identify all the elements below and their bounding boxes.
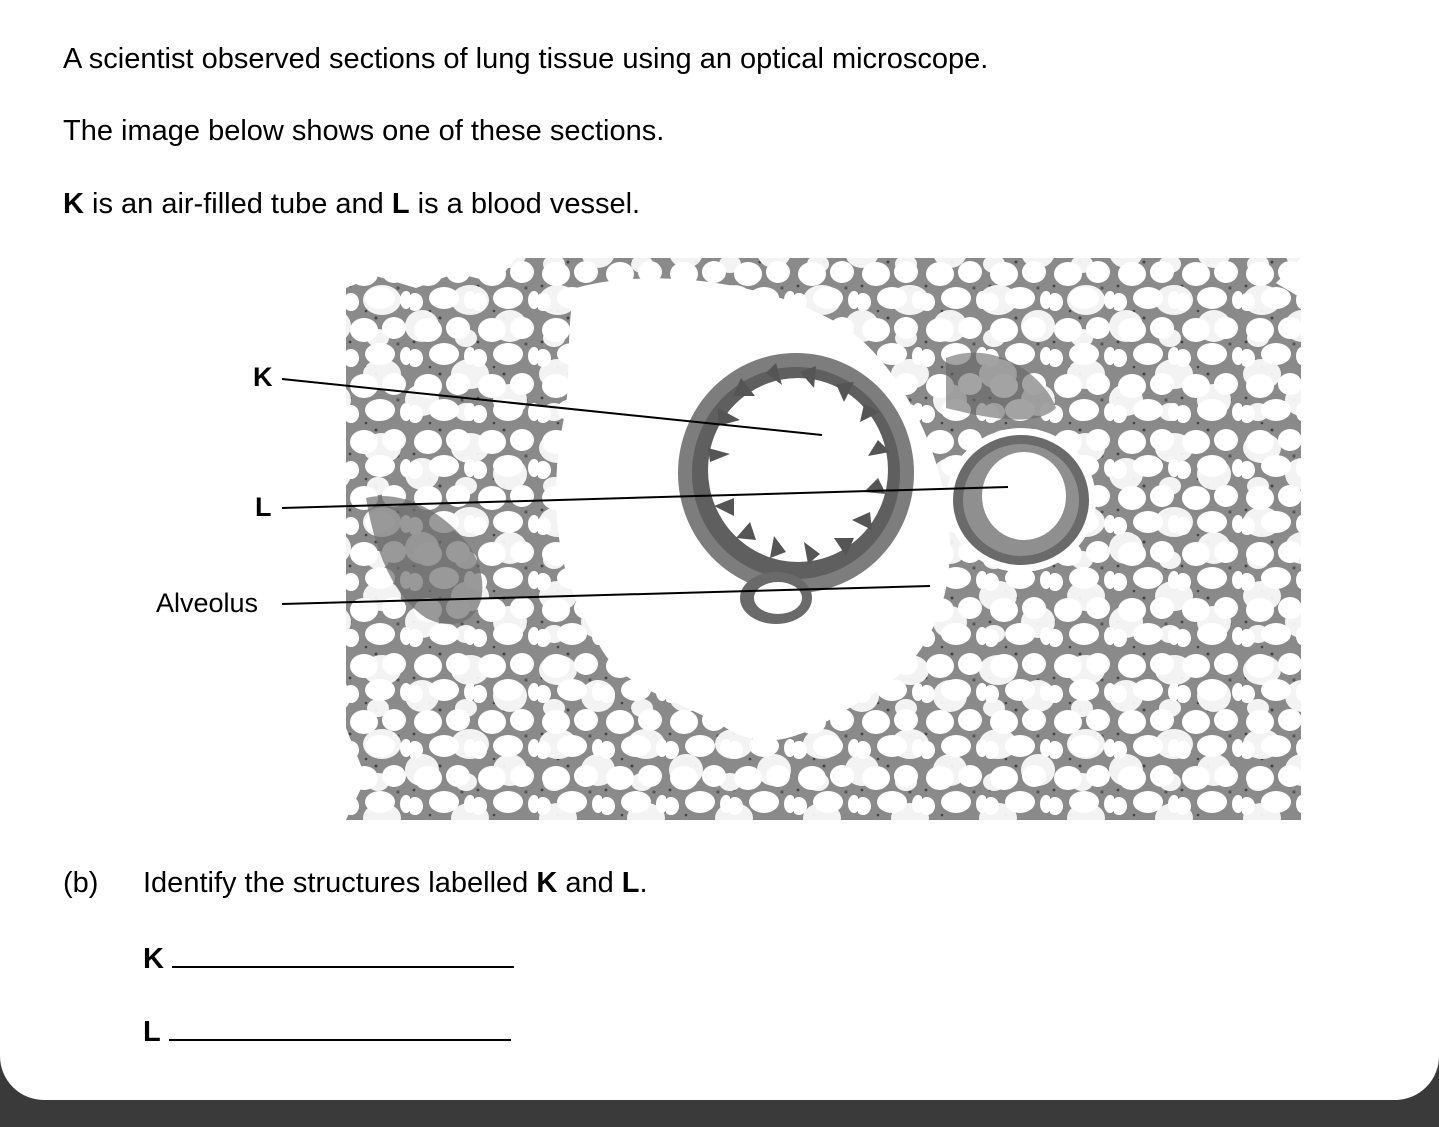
intro-line-1: A scientist observed sections of lung ti…: [63, 43, 989, 75]
figure-label-alveolus: Alveolus: [156, 588, 259, 618]
answer-k-field[interactable]: [171, 940, 514, 968]
k-bold: K: [63, 188, 84, 220]
answer-k-row: K: [143, 940, 514, 976]
figure-label-k: K: [253, 362, 273, 392]
blood-vessel-l: [946, 428, 1096, 572]
question-k: K: [536, 867, 558, 899]
question-number: (b): [63, 867, 99, 899]
l-bold: L: [391, 188, 410, 220]
figure-label-l: L: [255, 492, 272, 522]
answer-l-field[interactable]: [168, 1013, 511, 1041]
question-text: Identify the structures labelled K and L…: [143, 867, 648, 899]
intro-line-3: K is an air-filled tube and L is a blood…: [63, 187, 640, 221]
answer-l-row: L: [143, 1013, 511, 1049]
k-description: is an air-filled tube and: [83, 188, 392, 220]
bronchiole-k: [678, 353, 914, 593]
lung-tissue-micrograph: [346, 258, 1301, 820]
question-l: L: [621, 867, 640, 899]
l-description: is a blood vessel.: [409, 188, 641, 220]
question-page: A scientist observed sections of lung ti…: [0, 0, 1439, 1100]
intro-line-2: The image below shows one of these secti…: [63, 115, 665, 147]
answer-l-label: L: [143, 1016, 161, 1048]
answer-k-label: K: [143, 943, 164, 975]
